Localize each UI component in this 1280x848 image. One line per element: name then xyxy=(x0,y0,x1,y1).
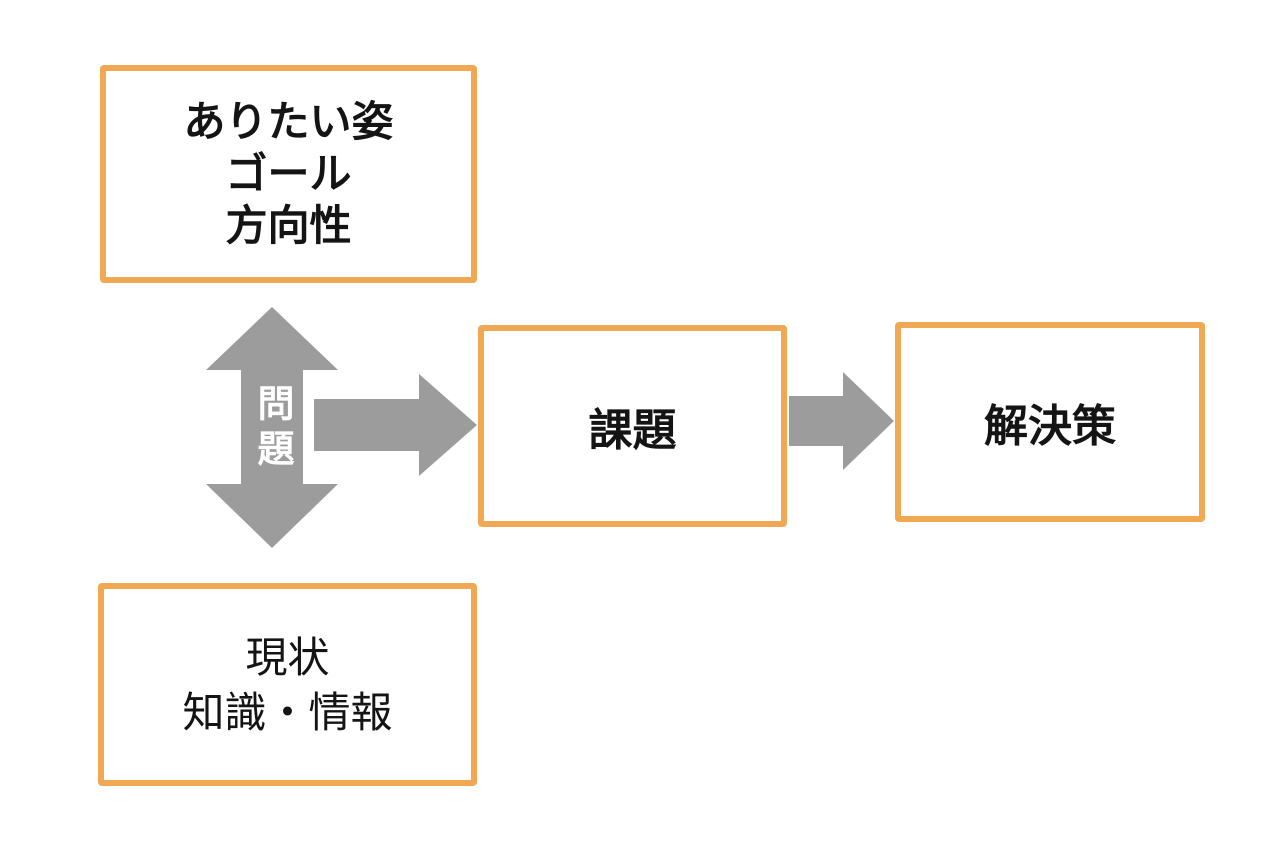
problem-label: 問題 xyxy=(251,384,294,474)
arrow-to-issue-icon xyxy=(314,374,477,476)
goal-line-2: ゴール xyxy=(225,149,352,198)
current-line-1: 現状 xyxy=(245,632,330,682)
current-line-2: 知識・情報 xyxy=(182,687,393,737)
goal-box: ありたい姿 ゴール 方向性 xyxy=(100,65,477,283)
problem-gap-double-arrow-icon xyxy=(206,307,338,548)
goal-line-1: ありたい姿 xyxy=(183,97,394,146)
goal-line-3: 方向性 xyxy=(225,201,352,250)
issue-label: 課題 xyxy=(588,405,677,456)
current-state-box: 現状 知識・情報 xyxy=(98,583,477,786)
solution-label: 解決策 xyxy=(984,401,1116,452)
issue-box: 課題 xyxy=(478,325,787,527)
solution-box: 解決策 xyxy=(895,322,1205,522)
arrow-to-solution-icon xyxy=(789,372,894,470)
